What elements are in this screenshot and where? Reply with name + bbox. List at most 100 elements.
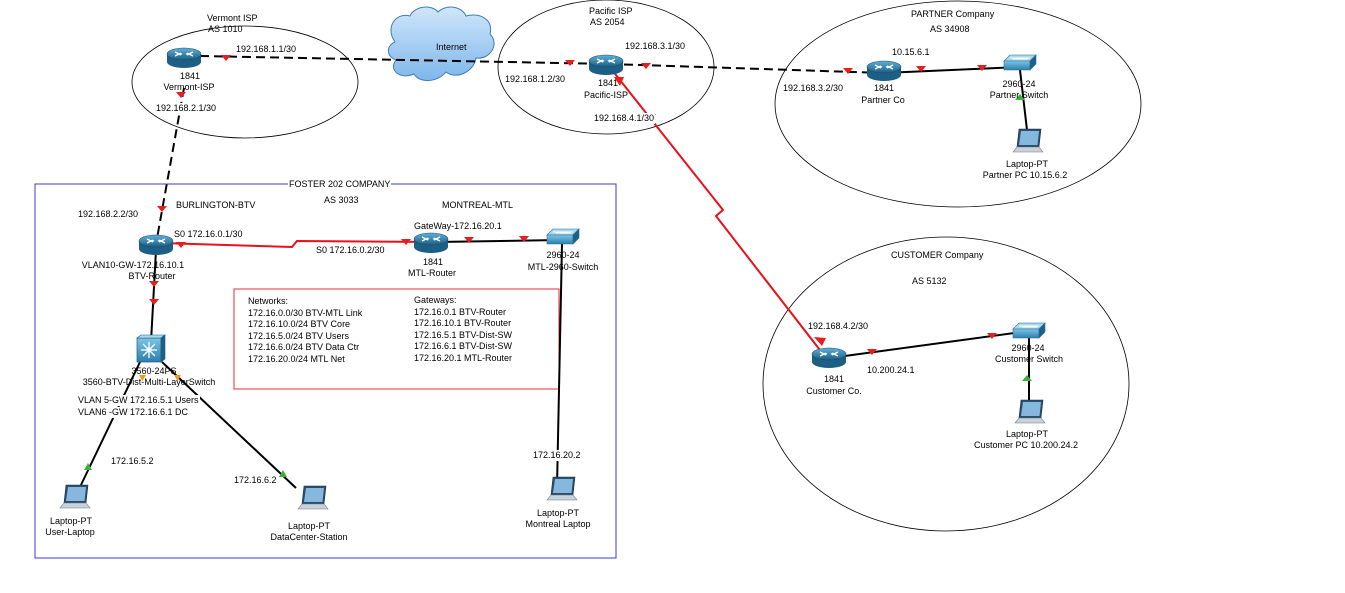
link-mtl-router-switch: [435, 239, 561, 243]
multilayer-switch-vlan5: VLAN 5-GW 172.16.5.1 Users: [77, 395, 200, 406]
customer-zone-as: AS 5132: [912, 276, 947, 286]
mtl-site-title: MONTREAL-MTL: [442, 200, 514, 210]
multilayer-switch-icon[interactable]: [136, 334, 166, 363]
btv-site-title: BURLINGTON-BTV: [176, 200, 256, 210]
links-layer: [79, 55, 1030, 489]
link-customer-router-switch: [829, 330, 1030, 359]
datacenter-model: Laptop-PT: [287, 521, 331, 531]
customer-pc-model: Laptop-PT: [1005, 429, 1049, 439]
mtl-router-model: 1841: [422, 257, 444, 267]
link-btv-mtl: [159, 239, 437, 249]
switch-icon[interactable]: [1003, 54, 1037, 71]
ip-s0-172-16-0-1: S0 172.16.0.1/30: [173, 229, 244, 240]
port-marker: [565, 60, 575, 66]
gateways-note-title: Gateways:: [414, 295, 457, 305]
partner-zone-as: AS 34908: [930, 24, 970, 34]
router-icon[interactable]: [166, 47, 202, 69]
multilayer-switch-model: 3560-24PS: [131, 366, 177, 376]
router-icon[interactable]: [811, 347, 847, 369]
router-icon[interactable]: [588, 54, 624, 76]
notes-box: [233, 288, 560, 390]
laptop-icon[interactable]: [546, 476, 578, 501]
customer-company-zone: [762, 236, 1130, 532]
vermont-zone-title: Vermont ISP: [207, 13, 258, 23]
router-icon[interactable]: [138, 234, 174, 256]
pacific-isp-model: 1841: [597, 78, 619, 88]
ip-192-168-4-1: 192.168.4.1/30: [593, 113, 656, 124]
partner-pc-model: Laptop-PT: [1005, 159, 1049, 169]
partner-router-name: Partner Co: [861, 95, 905, 105]
port-marker: [843, 68, 853, 74]
port-marker: [464, 237, 474, 243]
switch-icon[interactable]: [546, 228, 580, 245]
vermont-isp-name: Vermont-ISP: [163, 82, 215, 92]
ip-192-168-1-2: 192.168.1.2/30: [504, 74, 567, 85]
customer-router-name: Customer Co.: [806, 386, 862, 396]
partner-zone-title: PARTNER Company: [911, 9, 995, 19]
router-icon[interactable]: [866, 60, 902, 82]
vermont-isp-zone: [131, 25, 359, 139]
gateways-note-line: 172.16.5.1 BTV-Dist-SW: [414, 329, 513, 340]
pacific-zone-title: Pacific ISP: [589, 6, 633, 16]
gateways-note: Gateways: 172.16.0.1 BTV-Router 172.16.1…: [414, 295, 512, 364]
port-marker: [401, 239, 411, 245]
mtl-router-name: MTL-Router: [407, 268, 457, 278]
networks-note-line: 172.16.20.0/24 MTL Net: [248, 353, 345, 364]
networks-note-line: 172.16.6.0/24 BTV Data Ctr: [248, 342, 360, 352]
partner-company-zone: [774, 0, 1142, 208]
gateways-note-line: 172.16.0.1 BTV-Router: [414, 306, 507, 317]
switch-icon[interactable]: [1012, 322, 1046, 339]
port-marker: [614, 77, 624, 86]
port-marker: [867, 349, 877, 355]
foster-zone-as: AS 3033: [324, 195, 359, 205]
internet-cloud-label: Internet: [436, 42, 467, 52]
laptop-icon[interactable]: [297, 485, 329, 510]
port-marker: [987, 333, 997, 339]
port-marker: [149, 281, 159, 287]
ip-192-168-3-2: 192.168.3.2/30: [782, 83, 845, 94]
mtl-gateway-label: GateWay-172.16.20.1: [413, 221, 503, 232]
ip-192-168-4-2: 192.168.4.2/30: [807, 321, 870, 332]
link-pacific-customer: [611, 69, 831, 364]
port-marker: [174, 375, 181, 381]
router-icon[interactable]: [413, 232, 449, 254]
ip-10-15-6-1: 10.15.6.1: [891, 47, 931, 58]
port-marker: [84, 463, 92, 470]
partner-switch-model: 2960-24: [1002, 79, 1036, 89]
user-laptop-name: User-Laptop: [45, 527, 95, 537]
link-mls-datacenter: [161, 361, 297, 489]
devices-layer: [59, 47, 1046, 510]
montreal-laptop-model: Laptop-PT: [536, 508, 580, 518]
customer-router-model: 1841: [823, 374, 845, 384]
customer-switch-name: Customer Switch: [994, 354, 1064, 364]
ip-172-16-20-2: 172.16.20.2: [532, 450, 582, 461]
port-marker: [176, 92, 186, 98]
ip-10-200-24-1: 10.200.24.1: [866, 365, 916, 376]
ip-172-16-6-2: 172.16.6.2: [233, 475, 278, 486]
port-marker: [814, 337, 826, 346]
port-marker: [641, 63, 651, 69]
laptop-icon[interactable]: [1014, 399, 1046, 424]
link-partner-router-switch: [883, 66, 1021, 74]
laptop-icon[interactable]: [1012, 128, 1044, 153]
btv-router-model: VLAN10-GW-172.16.10.1: [81, 260, 185, 270]
port-marker: [916, 66, 926, 72]
montreal-laptop-name: Montreal Laptop: [525, 519, 591, 529]
partner-pc-name: Partner PC 10.15.6.2: [982, 170, 1068, 180]
ip-192-168-2-1: 192.168.2.1/30: [155, 103, 218, 114]
link-btv-mls: [150, 249, 157, 343]
port-marker: [221, 55, 231, 61]
port-marker: [157, 206, 167, 212]
port-marker: [149, 299, 159, 305]
btv-router-name: BTV-Router: [128, 271, 176, 281]
multilayer-switch-vlan6: VLAN6 -GW 172.16.6.1 DC: [77, 407, 190, 418]
laptop-icon[interactable]: [59, 484, 91, 509]
port-marker: [1022, 375, 1032, 381]
link-vermont-pacific: [199, 55, 611, 65]
user-laptop-model: Laptop-PT: [49, 516, 93, 526]
networks-note-line: 172.16.0.0/30 BTV-MTL Link: [248, 307, 363, 318]
networks-note: Networks: 172.16.0.0/30 BTV-MTL Link 172…: [248, 296, 362, 365]
partner-switch-name: Partner Switch: [989, 90, 1049, 100]
networks-note-title: Networks:: [248, 296, 289, 306]
